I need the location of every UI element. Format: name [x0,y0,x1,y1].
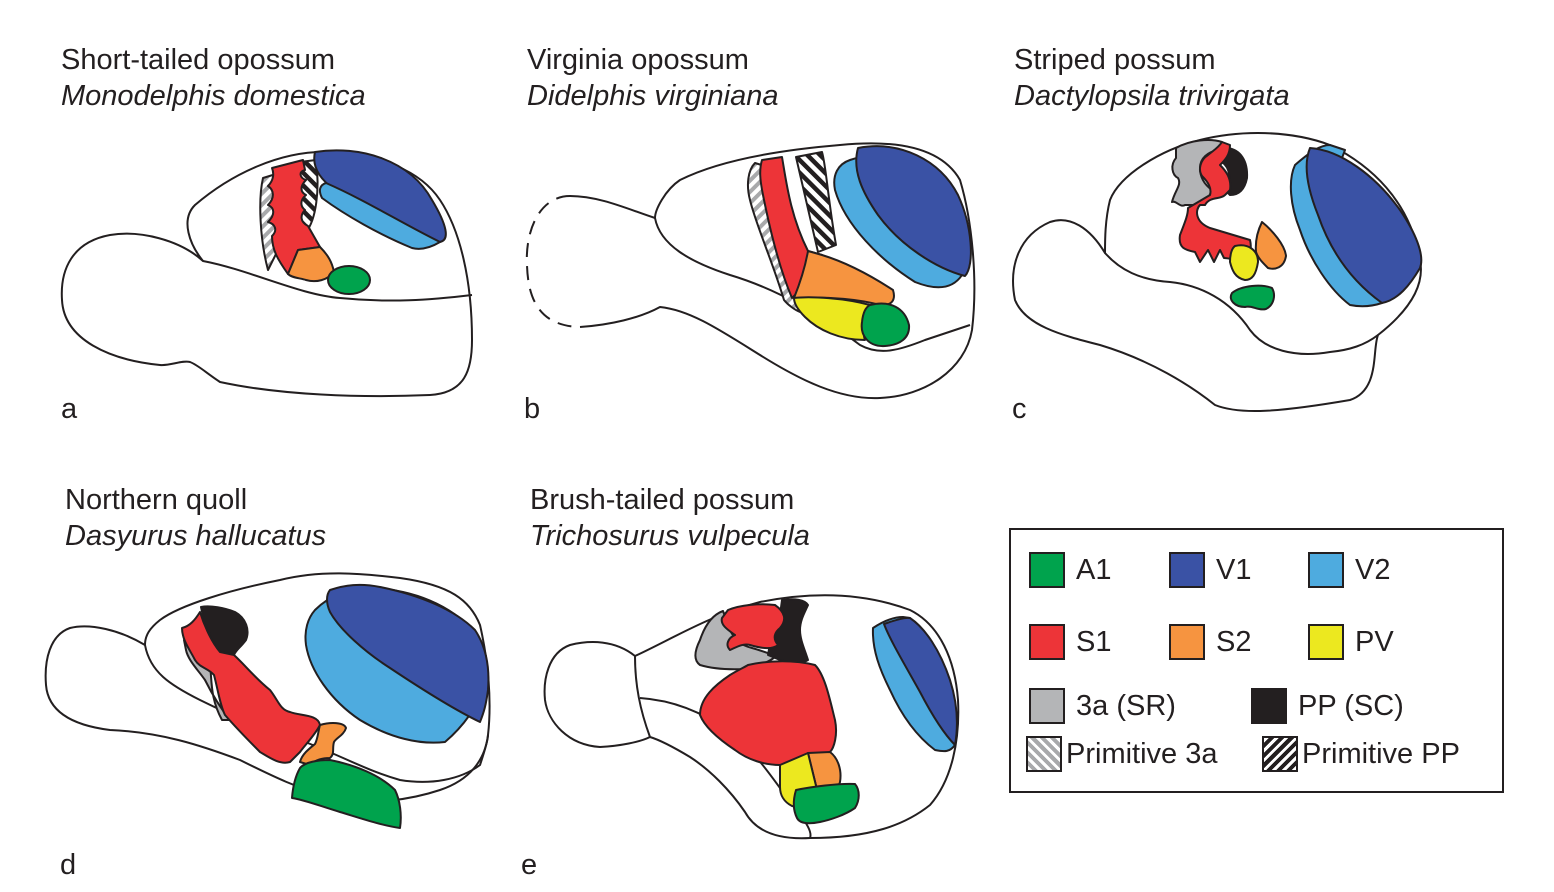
panel-b-title: Virginia opossum Didelphis virginiana [527,42,778,114]
brain-a [60,149,473,398]
brain-a-a1 [327,265,371,295]
legend-item-pv: PV [1308,624,1394,660]
brain-e-a1 [792,782,860,825]
brain-e-olfactory [543,641,651,748]
brain-b [525,142,976,400]
legend-item-3a: 3a (SR) [1029,688,1176,724]
brain-c-v1 [1305,147,1423,304]
legend-label: S1 [1076,626,1112,658]
legend-item-v1: V1 [1169,552,1251,588]
legend-label: Primitive 3a [1066,738,1218,770]
brain-e-s1-upper [720,603,786,651]
legend-item-v2: V2 [1308,552,1390,588]
brain-c-s2 [1254,221,1287,270]
brain-c [1012,132,1423,413]
brain-d-s2 [299,722,347,766]
common-name: Striped possum [1014,44,1216,76]
common-name: Brush-tailed possum [530,484,795,516]
legend-swatch-s2 [1169,624,1205,660]
legend-swatch-primitive-3a [1026,736,1062,772]
brain-b-primitive-pp [795,151,837,253]
legend-label: S2 [1216,626,1252,658]
latin-name: Didelphis virginiana [527,80,779,112]
panel-letter-b: b [524,393,541,425]
legend-label: A1 [1076,554,1112,586]
brain-d-rhinal-sulcus [144,644,489,783]
panel-letter-d: d [60,849,77,881]
brain-b-v1 [855,145,972,277]
panel-c-title: Striped possum Dactylopsila trivirgata [1014,42,1290,114]
legend-item-a1: A1 [1029,552,1111,588]
panel-letter-c: c [1012,393,1027,425]
legend-swatch-pp [1251,688,1287,724]
legend-label: Primitive PP [1302,738,1460,770]
common-name: Virginia opossum [527,44,749,76]
legend-swatch-3a [1029,688,1065,724]
legend-label: PP (SC) [1298,690,1404,722]
brain-c-a1 [1229,284,1275,311]
brain-a-s1 [267,159,321,275]
latin-name: Dasyurus hallucatus [65,520,327,552]
latin-name: Trichosurus vulpecula [530,520,810,552]
brain-d-s1 [181,611,321,764]
brain-b-olfactory-dashed [525,195,581,328]
brain-c-pv [1229,244,1259,281]
brain-a-s2 [287,246,335,283]
legend-swatch-pv [1308,624,1344,660]
legend-label: 3a (SR) [1076,690,1176,722]
brain-e-v1 [883,616,958,746]
legend: A1 V1 V2 S1 S2 PV 3a (SR) PP (SC) [1009,528,1504,793]
panel-e-title: Brush-tailed possum Trichosurus vulpecul… [530,482,810,554]
legend-label: V2 [1355,554,1391,586]
legend-item-pp: PP (SC) [1251,688,1404,724]
brain-e-rhinal-sulcus [639,697,812,839]
panel-d-title: Northern quoll Dasyurus hallucatus [65,482,326,554]
common-name: Northern quoll [65,484,248,516]
brain-d [44,572,491,829]
panel-letter-a: a [61,393,78,425]
legend-label: PV [1355,626,1394,658]
legend-item-primitive-pp: Primitive PP [1262,736,1460,772]
brain-b-a1 [860,302,911,348]
legend-swatch-v1 [1169,552,1205,588]
legend-item-primitive-3a: Primitive 3a [1026,736,1218,772]
legend-swatch-a1 [1029,552,1065,588]
brain-a-rhinal-sulcus [202,260,473,302]
legend-swatch-primitive-pp [1262,736,1298,772]
brain-b-pv [793,296,871,341]
brain-a-v2 [318,182,441,250]
panel-letter-e: e [521,849,538,881]
brain-c-rhinal-sulcus [1104,252,1379,355]
brain-d-v1 [326,583,490,723]
brain-d-a1 [291,759,402,829]
brain-e [543,594,960,840]
legend-label: V1 [1216,554,1252,586]
legend-swatch-v2 [1308,552,1344,588]
legend-item-s1: S1 [1029,624,1111,660]
legend-item-s2: S2 [1169,624,1251,660]
common-name: Short-tailed opossum [61,44,336,76]
panel-a-title: Short-tailed opossum Monodelphis domesti… [61,42,366,114]
brain-c-pp [1221,147,1249,196]
legend-swatch-s1 [1029,624,1065,660]
latin-name: Monodelphis domestica [61,80,366,112]
latin-name: Dactylopsila trivirgata [1014,80,1290,112]
